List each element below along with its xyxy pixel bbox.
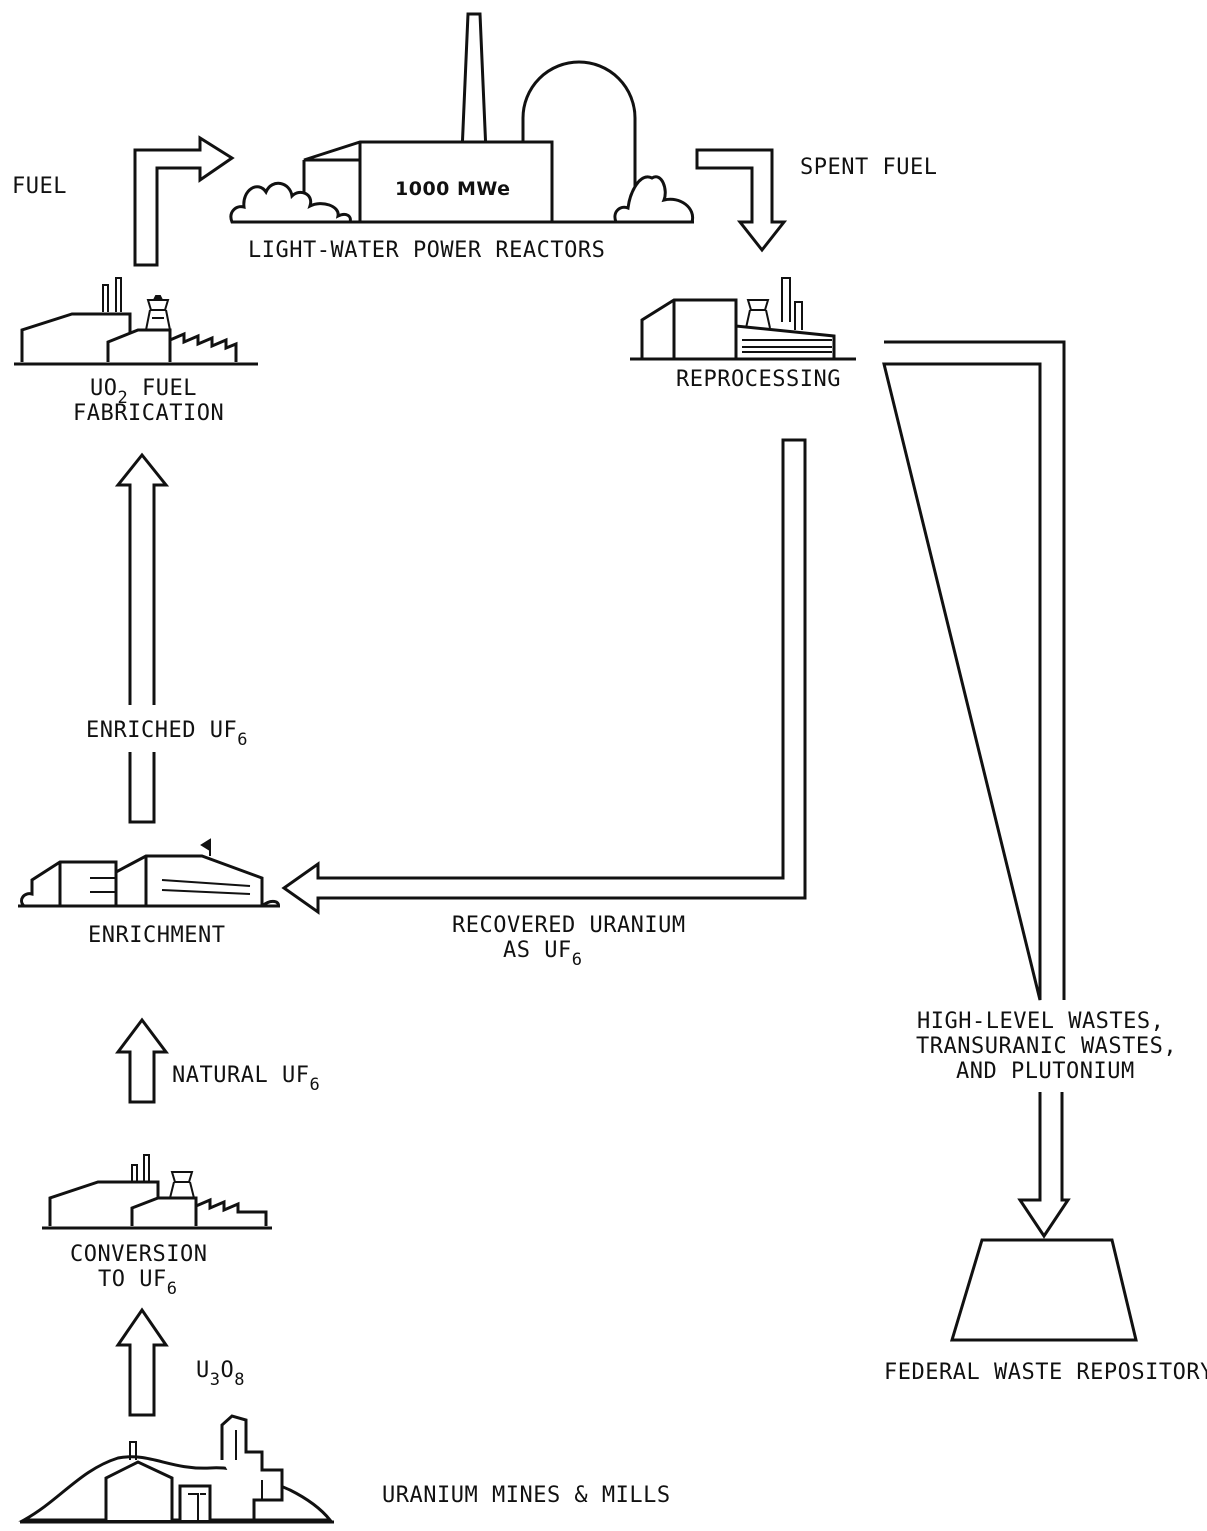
conversion-label-2: TO UF6	[98, 1267, 177, 1299]
enriched-uf6-arrow-lower	[130, 752, 154, 822]
natural-uf6-label-sub: 6	[309, 1075, 320, 1095]
fabrication-label-2: FABRICATION	[73, 401, 224, 426]
spent-fuel-label: SPENT FUEL	[800, 155, 937, 180]
wastes-label-2: TRANSURANIC WASTES,	[916, 1034, 1177, 1059]
fabrication-label-1-rest: FUEL	[128, 376, 197, 401]
u3o8-label-u: U	[196, 1358, 210, 1383]
natural-uf6-label: NATURAL UF6	[172, 1063, 320, 1095]
waste-path-upper	[884, 342, 1064, 1000]
enrichment-facility	[18, 840, 280, 906]
u3o8-label-o: O	[221, 1358, 235, 1383]
fuel-arrow	[135, 138, 232, 265]
fuel-label: FUEL	[12, 174, 67, 199]
wastes-label-3: AND PLUTONIUM	[956, 1059, 1135, 1084]
u3o8-label: U3O8	[196, 1358, 245, 1390]
recovered-label-2-text: AS UF	[503, 938, 572, 963]
recovered-uranium-arrow	[284, 440, 805, 912]
repository-shape	[952, 1240, 1136, 1340]
u3o8-label-sub2: 8	[234, 1370, 245, 1390]
mines-label: URANIUM MINES & MILLS	[382, 1483, 671, 1508]
recovered-label-1: RECOVERED URANIUM	[452, 913, 686, 938]
wastes-label-1: HIGH-LEVEL WASTES,	[917, 1009, 1164, 1034]
enriched-uf6-label: ENRICHED UF6	[86, 718, 248, 750]
natural-uf6-arrow	[118, 1020, 166, 1102]
waste-arrow-lower	[1020, 1092, 1068, 1236]
u3o8-arrow	[118, 1310, 166, 1415]
conversion-label-2-sub: 6	[167, 1279, 178, 1299]
repository-label: FEDERAL WASTE REPOSITORY	[884, 1360, 1207, 1385]
fabrication-facility	[14, 278, 258, 364]
u3o8-label-sub1: 3	[210, 1370, 221, 1390]
enriched-uf6-label-text: ENRICHED UF	[86, 718, 237, 743]
conversion-label-1: CONVERSION	[70, 1242, 207, 1267]
conversion-label-2-text: TO UF	[98, 1267, 167, 1292]
enrichment-label: ENRICHMENT	[88, 923, 225, 948]
spent-fuel-arrow	[697, 150, 784, 250]
recovered-label-2-sub: 6	[572, 950, 583, 970]
reactor-rating-label: 1000 MWe	[395, 178, 511, 200]
reprocessing-facility	[630, 278, 856, 359]
enriched-uf6-arrow-upper	[118, 455, 166, 705]
reprocessing-label: REPROCESSING	[676, 367, 841, 392]
reactors-label: LIGHT-WATER POWER REACTORS	[248, 238, 605, 263]
fabrication-label-1-text: UO	[90, 376, 118, 401]
mines-facility	[20, 1416, 334, 1522]
recovered-label-2: AS UF6	[503, 938, 582, 970]
conversion-facility	[42, 1155, 272, 1228]
natural-uf6-label-text: NATURAL UF	[172, 1063, 309, 1088]
enriched-uf6-label-sub: 6	[237, 730, 248, 750]
